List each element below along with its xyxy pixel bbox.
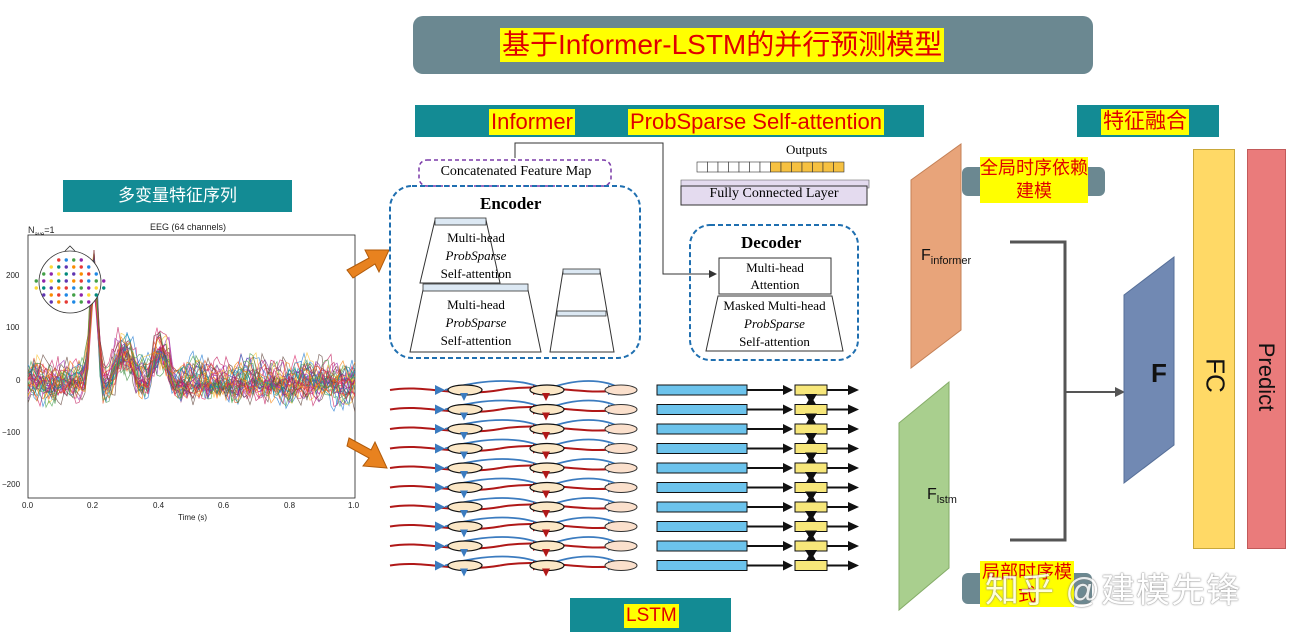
watermark: 知乎 @建模先锋 [985,572,1241,610]
ytick-m100: −100 [2,428,21,437]
outputs-label: Outputs [786,142,828,157]
xtick-3: 0.6 [218,501,230,510]
decoder-block1: Multi-head Attention [746,260,804,292]
concat-label: Concatenated Feature Map [440,164,592,179]
decoder-title: Decoder [741,233,802,252]
lstm-label: LSTM [624,604,679,628]
xtick-2: 0.4 [153,501,165,510]
xtick-5: 1.0 [348,501,360,510]
lstm-diagram [389,380,859,577]
local-label: 局部时序模式 [980,561,1074,607]
arrow-to-lstm [346,437,388,469]
fusion-label: 特征融合 [1101,109,1189,135]
eeg-yticks: 200 100 0 −100 −200 [2,271,21,489]
probsparse-label: ProbSparse Self-attention [628,109,884,135]
eeg-xticks: 0.0 0.2 0.4 0.6 0.8 1.0 [22,501,360,510]
encoder-box [389,185,641,359]
eeg-chart-title: EEG (64 channels) [150,222,227,232]
ytick-200: 200 [6,271,20,280]
fc-layer-box [680,185,868,206]
multivariate-header-label: 多变量特征序列 [118,186,237,205]
ytick-m200: −200 [2,480,21,489]
predict-label: Predict [1254,342,1279,412]
fc-layer-label: Fully Connected Layer [709,186,839,201]
decoder-box [689,224,859,361]
informer-label: Informer [489,109,575,135]
decoder-block2: Masked Multi-head ProbSparse Self-attent… [723,298,826,349]
fc-column [1193,149,1235,549]
predict-column [1247,149,1286,549]
f-informer-block [910,143,962,370]
eeg-traces [27,249,356,413]
informer-diagram [389,142,870,361]
xtick-4: 0.8 [284,501,296,510]
ytick-0: 0 [16,376,21,385]
eeg-head-icon [34,245,106,314]
f-lstm-label: Flstm [927,486,957,507]
outputs-cells [696,161,845,173]
multivariate-header [63,180,292,212]
encoder-block1: Multi-head ProbSparse Self-attention [440,230,512,281]
f-informer-label: Finformer [921,247,972,268]
f-block [1123,255,1175,485]
eeg-xlabel: Time (s) [178,513,207,522]
ytick-100: 100 [6,323,20,332]
concat-box [418,159,612,187]
encoder-block2: Multi-head ProbSparse Self-attention [440,297,512,348]
fusion-connector [1010,240,1125,542]
page-title: 基于Informer-LSTM的并行预测模型 [500,28,945,62]
arrow-to-informer [346,249,390,279]
f-block-label: F [1151,358,1167,388]
global-label: 全局时序依赖建模 [980,157,1088,203]
xtick-0: 0.0 [22,501,34,510]
xtick-1: 0.2 [87,501,99,510]
encoder-title: Encoder [480,194,542,213]
fc-label: FC [1200,358,1231,393]
f-lstm-block [898,380,950,612]
eeg-chart: 200 100 0 −100 −200 0.0 0.2 0.4 0.6 0.8 … [2,234,360,522]
